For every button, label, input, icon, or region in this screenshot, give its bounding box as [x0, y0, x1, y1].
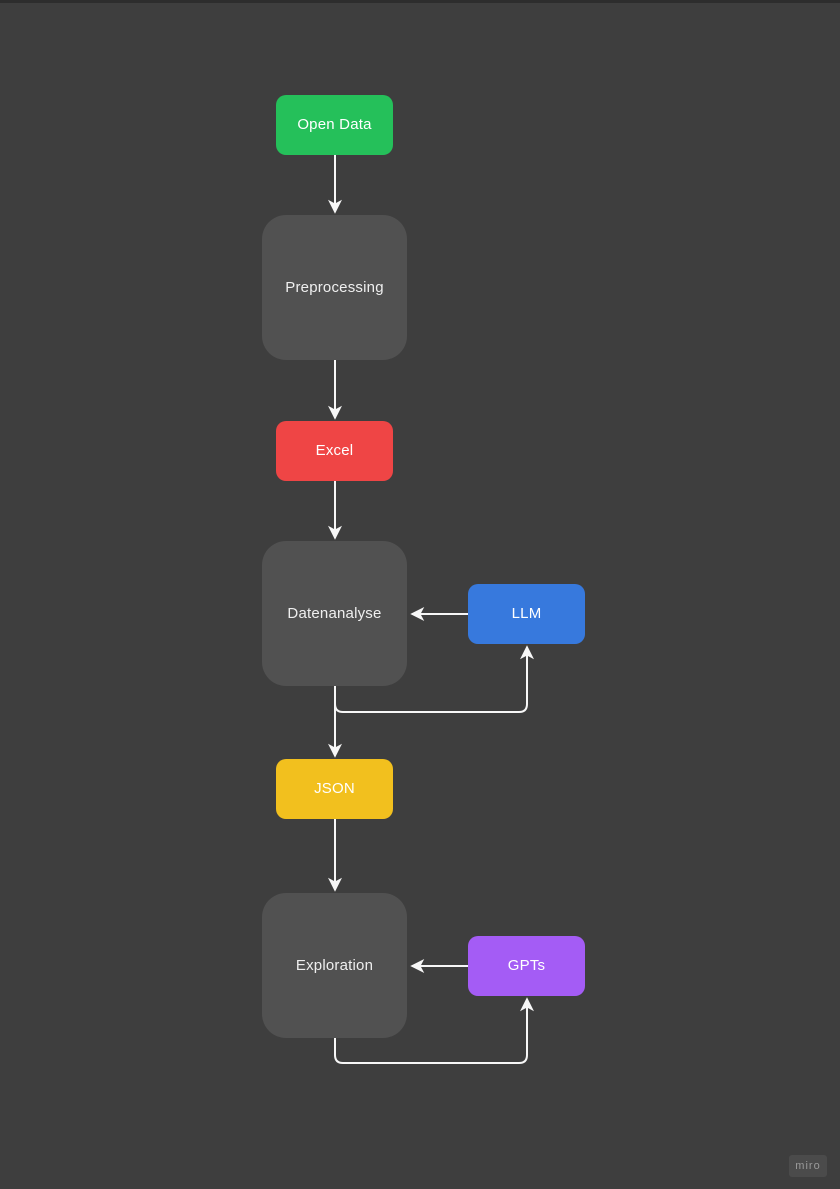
node-excel-label: Excel: [315, 442, 354, 459]
node-json[interactable]: JSON: [276, 759, 393, 819]
node-open-data[interactable]: Open Data: [276, 95, 393, 155]
node-datenanalyse-label: Datenanalyse: [287, 604, 382, 622]
node-preprocessing[interactable]: Preprocessing: [262, 215, 407, 360]
node-gpts-label: GPTs: [507, 957, 546, 974]
node-excel[interactable]: Excel: [276, 421, 393, 481]
node-exploration-label: Exploration: [295, 956, 374, 974]
node-gpts[interactable]: GPTs: [468, 936, 585, 996]
node-datenanalyse[interactable]: Datenanalyse: [262, 541, 407, 686]
edge-datenanalyse-to-llm-loop[interactable]: [334, 645, 534, 713]
node-json-label: JSON: [314, 780, 355, 797]
canvas-top-edge: [0, 0, 840, 3]
miro-watermark-badge[interactable]: miro: [789, 1155, 827, 1177]
node-llm-label: LLM: [511, 605, 542, 622]
node-exploration[interactable]: Exploration: [262, 893, 407, 1038]
node-open-data-label: Open Data: [297, 116, 372, 133]
node-preprocessing-label: Preprocessing: [285, 278, 384, 296]
node-llm[interactable]: LLM: [468, 584, 585, 644]
edge-exploration-to-gpts-loop[interactable]: [334, 997, 534, 1064]
